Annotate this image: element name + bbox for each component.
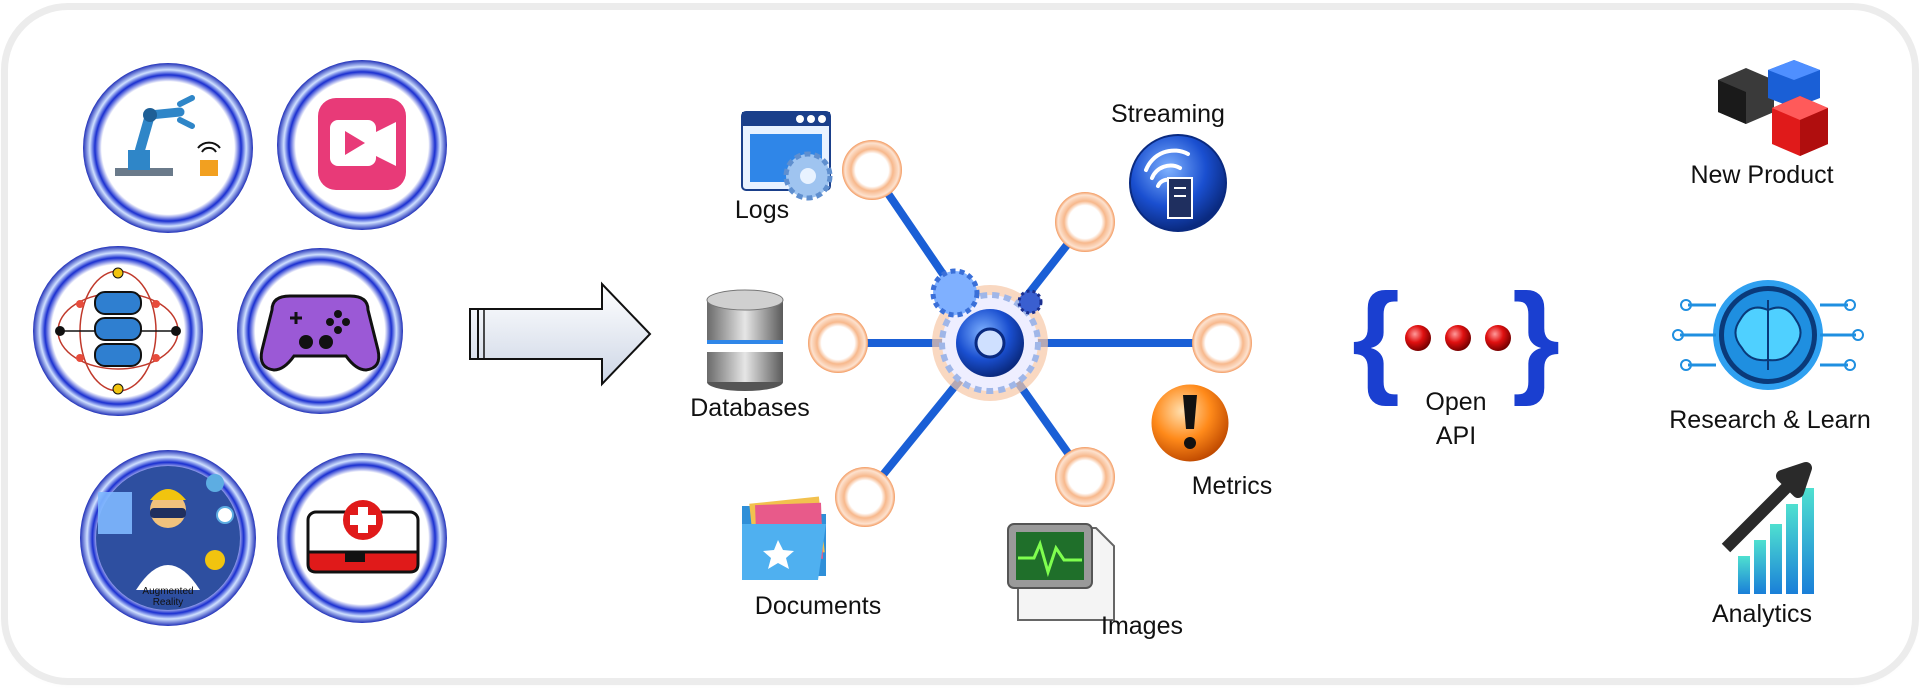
hub-nodes xyxy=(808,140,1252,527)
label-documents: Documents xyxy=(755,592,881,620)
source-first-aid xyxy=(277,453,447,623)
first-aid-icon xyxy=(306,500,420,574)
source-gamepad xyxy=(237,248,403,414)
node-streaming xyxy=(1055,192,1115,252)
source-robot-arm xyxy=(83,63,253,233)
label-databases: Databases xyxy=(690,394,810,422)
svg-text:{: { xyxy=(1352,269,1400,407)
svg-text:}: } xyxy=(1512,269,1560,407)
node-documents xyxy=(835,467,895,527)
label-api: API xyxy=(1436,422,1476,450)
node-images xyxy=(1055,447,1115,507)
node-databases xyxy=(808,313,868,373)
source-augmented-reality: Augmented Reality xyxy=(80,450,256,626)
cubes-icon xyxy=(1718,60,1828,156)
folder-icon xyxy=(742,496,826,580)
video-icon xyxy=(318,98,406,190)
source-database-network xyxy=(33,246,203,416)
database-network-icon xyxy=(55,267,181,395)
image-chart-icon xyxy=(1007,523,1115,621)
robot-arm-icon xyxy=(115,95,221,176)
gear-hub-icon xyxy=(930,268,1048,401)
open-api-icon: { } xyxy=(1352,269,1560,407)
streaming-icon xyxy=(1129,134,1227,232)
analytics-icon xyxy=(1721,462,1814,594)
node-metrics xyxy=(1192,313,1252,373)
label-metrics: Metrics xyxy=(1192,472,1273,500)
logs-icon xyxy=(741,111,833,201)
arrow-icon xyxy=(469,281,652,387)
ar-label-line2: Reality xyxy=(153,597,184,608)
node-logs xyxy=(842,140,902,200)
gamepad-icon xyxy=(259,294,381,372)
augmented-reality-icon xyxy=(96,466,240,610)
label-logs: Logs xyxy=(735,196,789,224)
brain-icon xyxy=(1672,280,1864,390)
ar-label-line1: Augmented xyxy=(142,586,193,597)
label-images: Images xyxy=(1101,612,1183,640)
source-video xyxy=(277,60,447,230)
label-analytics: Analytics xyxy=(1712,600,1812,628)
label-new-product: New Product xyxy=(1690,161,1833,189)
label-streaming: Streaming xyxy=(1111,100,1225,128)
metrics-icon xyxy=(1148,381,1232,465)
label-research: Research & Learn xyxy=(1669,406,1871,434)
label-open: Open xyxy=(1425,388,1486,416)
database-icon xyxy=(706,289,784,391)
